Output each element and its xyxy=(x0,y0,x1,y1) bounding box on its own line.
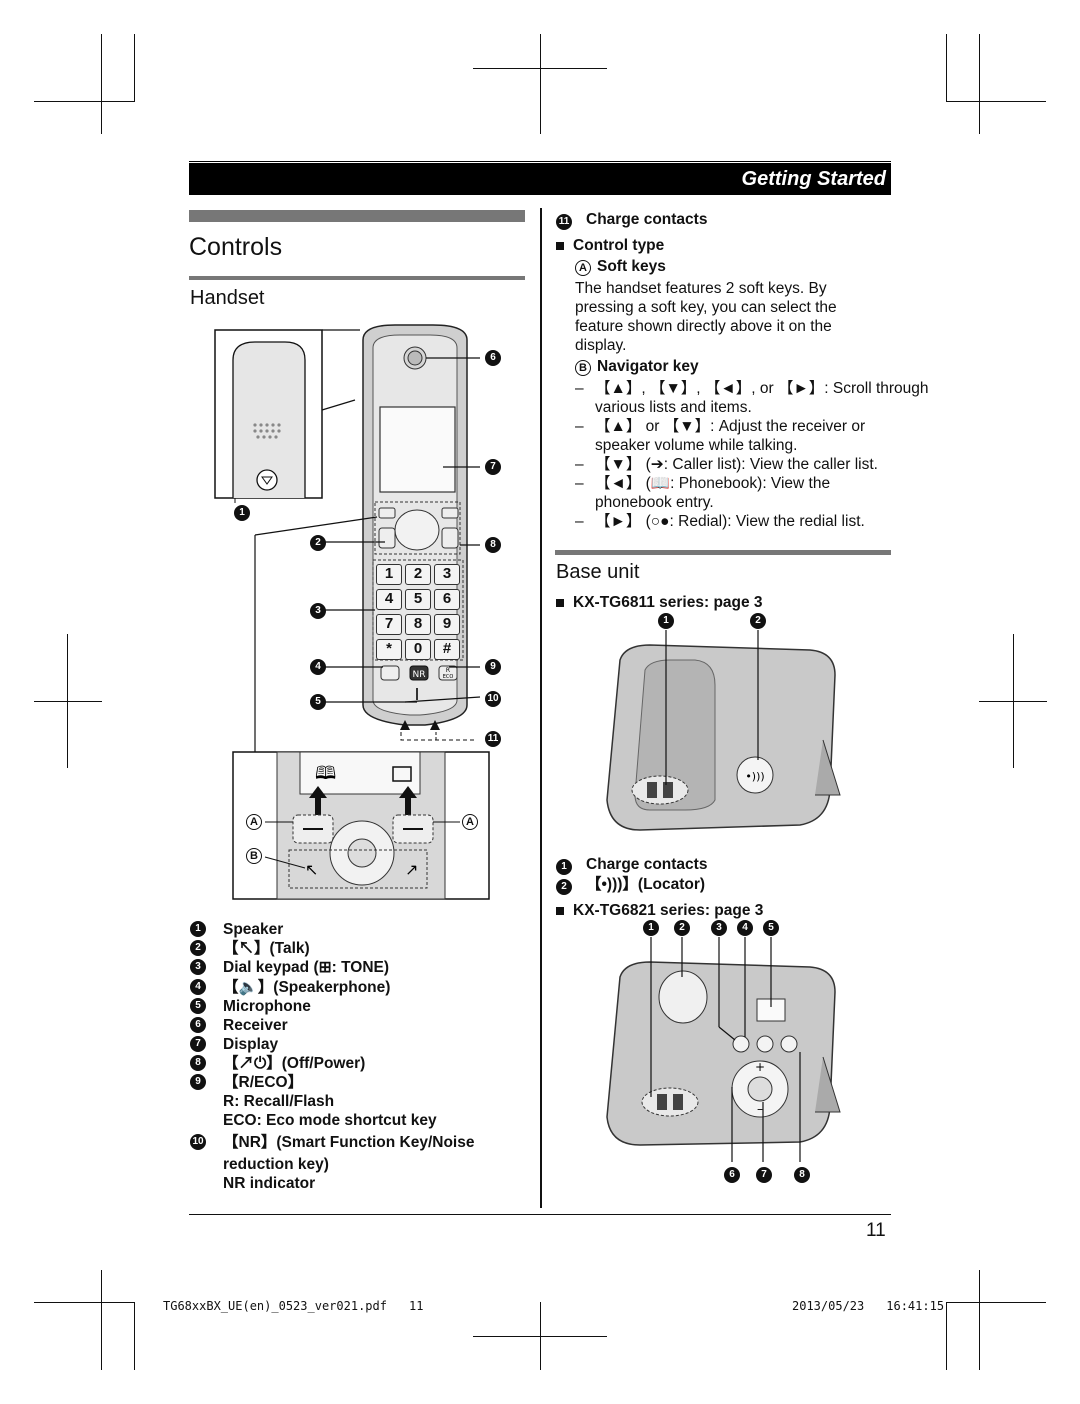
key-star[interactable]: * xyxy=(376,639,402,660)
svg-text:R: R xyxy=(446,667,450,674)
base2-callout-4: 4 xyxy=(737,920,753,936)
handset-rule xyxy=(189,276,525,280)
key-1[interactable]: 1 xyxy=(376,564,402,585)
callout-9: 9 xyxy=(485,659,501,675)
section-header-bar xyxy=(189,163,891,195)
callout-4: 4 xyxy=(310,659,326,675)
key-hash[interactable]: # xyxy=(434,639,460,660)
key-0[interactable]: 0 xyxy=(405,639,431,660)
detail-label-a-right: A xyxy=(462,814,478,830)
key-8[interactable]: 8 xyxy=(405,614,431,635)
base1-callout-1: 1 xyxy=(658,613,674,629)
callout-7: 7 xyxy=(485,459,501,475)
svg-text:NR: NR xyxy=(413,670,426,680)
base2-callout-3: 3 xyxy=(711,920,727,936)
section-header-title: Getting Started xyxy=(741,168,886,190)
footer-rule xyxy=(189,1214,891,1215)
detail-label-b: B xyxy=(246,848,262,864)
svg-text:↖: ↖ xyxy=(305,860,318,879)
base-unit-rule xyxy=(555,550,891,555)
key-4[interactable]: 4 xyxy=(376,589,402,610)
control-type-heading: Control type xyxy=(556,236,664,255)
series-6811-heading: KX-TG6811 series: page 3 xyxy=(556,593,763,612)
controls-title: Controls xyxy=(189,233,283,261)
callout-1: 1 xyxy=(234,505,250,521)
base2-callout-1: 1 xyxy=(643,920,659,936)
svg-text:+: + xyxy=(755,1060,765,1074)
soft-keys-description: The handset features 2 soft keys. By pre… xyxy=(575,280,837,354)
page-number: 11 xyxy=(866,1220,886,1241)
base2-callout-7: 7 xyxy=(756,1167,772,1183)
svg-text:🕮: 🕮 xyxy=(315,763,336,784)
callout-11: 11 xyxy=(485,731,501,747)
callout-8: 8 xyxy=(485,537,501,553)
key-6[interactable]: 6 xyxy=(434,589,460,610)
base2-callout-2: 2 xyxy=(674,920,690,936)
handset-illustration: NR R ECO 🕮 ↖ ↗ xyxy=(214,324,490,900)
handset-title: Handset xyxy=(190,287,265,309)
column-divider xyxy=(540,208,542,1208)
callout-6: 6 xyxy=(485,350,501,366)
svg-text:ECO: ECO xyxy=(443,674,454,680)
key-5[interactable]: 5 xyxy=(405,589,431,610)
series-6821-heading: KX-TG6821 series: page 3 xyxy=(556,901,763,920)
base2-callout-6: 6 xyxy=(724,1167,740,1183)
key-9[interactable]: 9 xyxy=(434,614,460,635)
callout-2: 2 xyxy=(310,535,326,551)
key-2[interactable]: 2 xyxy=(405,564,431,585)
callout-3: 3 xyxy=(310,603,326,619)
base-unit-6821-illustration: + – xyxy=(606,937,841,1162)
base-unit-title: Base unit xyxy=(556,561,640,583)
svg-text:–: – xyxy=(757,1102,763,1116)
base2-callout-8: 8 xyxy=(794,1167,810,1183)
base1-callout-2: 2 xyxy=(750,613,766,629)
callout-5: 5 xyxy=(310,694,326,710)
base2-callout-5: 5 xyxy=(763,920,779,936)
controls-rule xyxy=(189,210,525,222)
key-7[interactable]: 7 xyxy=(376,614,402,635)
detail-label-a-left: A xyxy=(246,814,262,830)
key-3[interactable]: 3 xyxy=(434,564,460,585)
dial-keypad: 1 2 3 4 5 6 7 8 9 * 0 # xyxy=(376,564,462,660)
base-unit-6811-illustration: •))) xyxy=(606,630,841,831)
callout-10: 10 xyxy=(485,691,501,707)
header-rule xyxy=(189,161,891,162)
svg-text:↗: ↗ xyxy=(405,860,418,879)
svg-text:•))): •))) xyxy=(745,770,764,783)
